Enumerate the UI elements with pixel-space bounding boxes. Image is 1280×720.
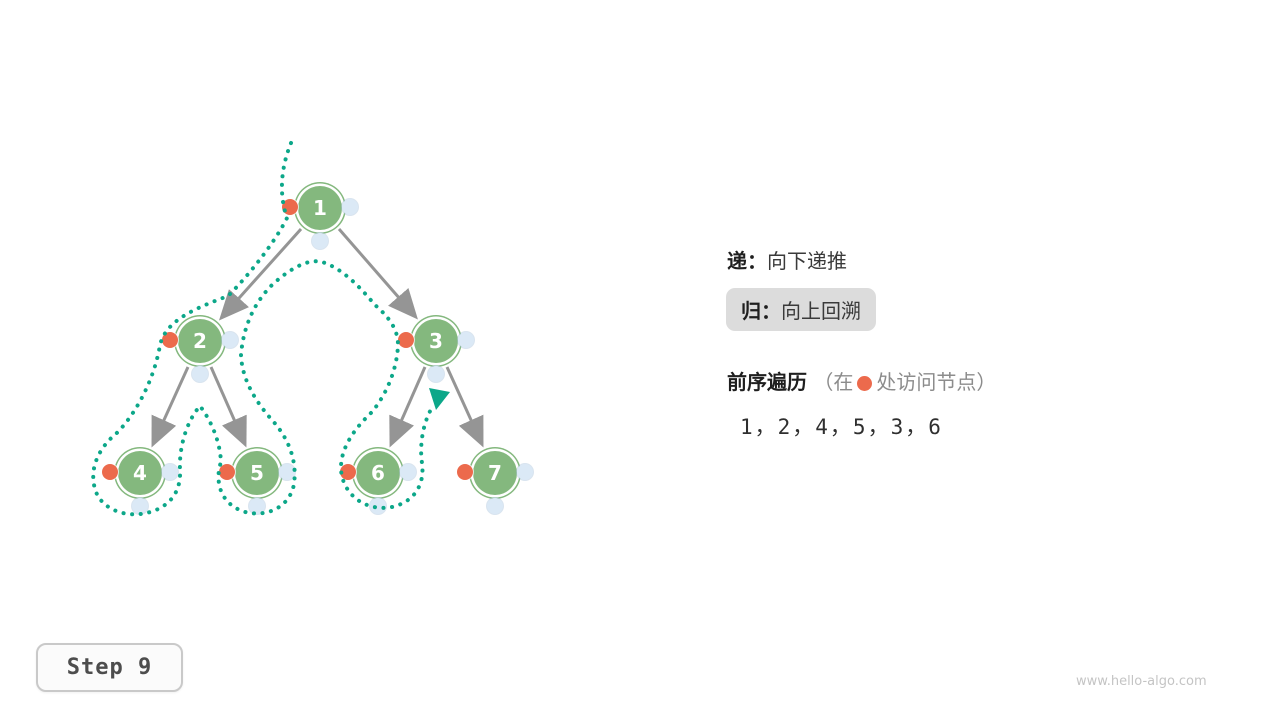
postorder-slot-dot xyxy=(222,332,238,348)
inorder-slot-dot xyxy=(428,366,444,382)
tree-node-4: 4 xyxy=(102,451,178,514)
return-desc: 向上回溯 xyxy=(781,299,861,323)
postorder-slot-dot xyxy=(400,464,416,480)
inorder-slot-dot xyxy=(132,498,148,514)
visit-dot-icon xyxy=(857,376,873,391)
traversal-sequence: 1，2，4，5，3，6 xyxy=(740,415,943,439)
preorder-visit-dot xyxy=(457,464,473,480)
preorder-visit-dot xyxy=(340,464,356,480)
node-label: 7 xyxy=(488,461,502,485)
step-indicator: Step 9 xyxy=(36,643,183,692)
tree-node-5: 5 xyxy=(219,451,295,514)
edge-3-6 xyxy=(389,366,427,448)
node-label: 1 xyxy=(313,196,327,220)
preorder-visit-dot xyxy=(219,464,235,480)
step-label: Step 9 xyxy=(66,655,153,680)
node-label: 6 xyxy=(371,461,385,485)
inorder-slot-dot xyxy=(487,498,503,514)
inorder-slot-dot xyxy=(192,366,208,382)
node-label: 3 xyxy=(429,329,443,353)
postorder-slot-dot xyxy=(279,464,295,480)
edge-1-3 xyxy=(337,228,418,320)
tree-node-6: 6 xyxy=(340,451,416,514)
tree-node-3: 3 xyxy=(398,319,474,382)
legend-traversal: 前序遍历 （在处访问节点） xyxy=(727,366,996,395)
traversal-title: 前序遍历 xyxy=(727,370,807,394)
tree-node-2: 2 xyxy=(162,319,238,382)
tree-node-1: 1 xyxy=(282,186,358,249)
postorder-slot-dot xyxy=(162,464,178,480)
postorder-slot-dot xyxy=(517,464,533,480)
node-label: 4 xyxy=(133,461,147,485)
tree-node-7: 7 xyxy=(457,451,533,514)
watermark: www.hello-algo.com xyxy=(1076,674,1207,689)
edge-3-7 xyxy=(445,366,484,448)
traversal-note-close: 处访问节点） xyxy=(876,370,997,394)
legend-return-highlighted: 归：向上回溯 xyxy=(726,288,876,331)
inorder-slot-dot xyxy=(249,498,265,514)
node-label: 2 xyxy=(193,329,207,353)
edge-2-4 xyxy=(151,366,190,448)
inorder-slot-dot xyxy=(370,498,386,514)
preorder-visit-dot xyxy=(398,332,414,348)
return-term: 归： xyxy=(741,299,781,323)
preorder-visit-dot xyxy=(282,199,298,215)
traversal-note-open: （在 xyxy=(813,370,854,394)
edge-1-2 xyxy=(218,227,303,321)
edge-2-5 xyxy=(209,366,247,448)
preorder-visit-dot xyxy=(102,464,118,480)
node-label: 5 xyxy=(250,461,264,485)
postorder-slot-dot xyxy=(458,332,474,348)
trace-direction-arrowhead xyxy=(429,388,450,410)
legend-recurse: 递：向下递推 xyxy=(727,245,847,274)
recurse-term: 递： xyxy=(727,249,767,273)
recurse-desc: 向下递推 xyxy=(767,249,847,273)
inorder-slot-dot xyxy=(312,233,328,249)
preorder-visit-dot xyxy=(162,332,178,348)
postorder-slot-dot xyxy=(342,199,358,215)
